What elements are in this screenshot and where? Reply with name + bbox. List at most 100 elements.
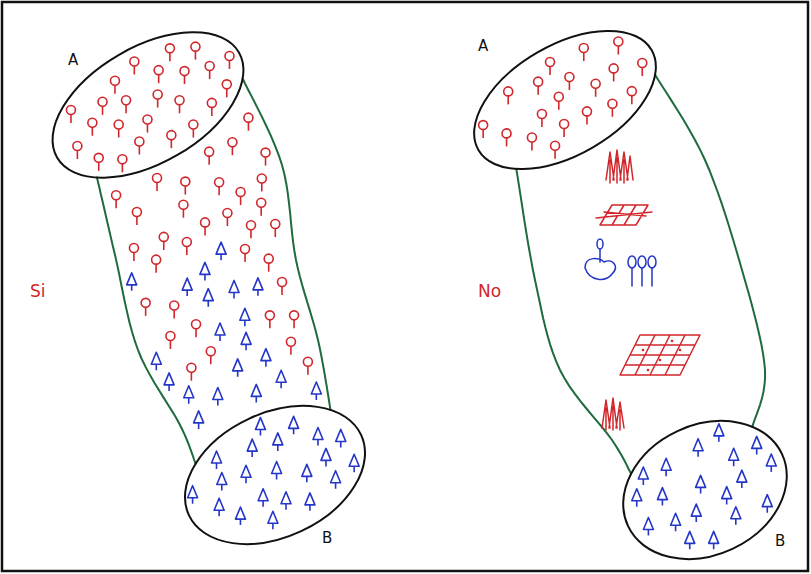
- tree-symbol: [223, 209, 232, 218]
- habitat-patch: A: [470, 26, 660, 174]
- tree-symbol: [134, 66, 136, 75]
- tree-symbol: [643, 518, 653, 536]
- tree-symbol: [188, 486, 198, 504]
- tree-symbol: [152, 255, 161, 264]
- tree-symbol: [241, 245, 250, 254]
- tree-symbol: [70, 114, 72, 123]
- tree-symbol: [241, 465, 251, 483]
- patch-letter: B: [322, 530, 332, 547]
- tree-row-stems: [632, 268, 652, 286]
- tree-symbol: [209, 71, 211, 80]
- tree-symbol: [273, 433, 283, 451]
- tree-symbol: [627, 87, 636, 96]
- tree-symbol: [349, 454, 359, 472]
- tree-symbol: [210, 356, 212, 365]
- tree-symbol: [186, 247, 188, 256]
- tree-symbol: [331, 471, 341, 489]
- tree-symbol: [189, 120, 198, 129]
- tree-symbol: [591, 79, 600, 88]
- tree-symbol: [141, 298, 150, 307]
- tree-symbol: [638, 59, 647, 68]
- tree-symbol: [136, 217, 138, 226]
- tree-symbol: [156, 183, 158, 192]
- tree-symbol: [257, 198, 266, 207]
- tree-symbol: [212, 451, 222, 469]
- tree-symbol: [286, 337, 295, 346]
- tree-symbol: [558, 101, 560, 110]
- tree-symbol: [579, 43, 588, 52]
- tree-symbol: [166, 331, 175, 340]
- tree-symbol: [179, 200, 188, 209]
- patch-outline: [470, 26, 660, 174]
- tree-symbol: [171, 140, 173, 149]
- tree-symbol: [641, 68, 643, 77]
- tree-symbol: [164, 373, 174, 391]
- tree-symbol: [227, 218, 229, 227]
- tree-symbol: [215, 323, 225, 341]
- conifer-plantation: [602, 398, 624, 430]
- trees: [66, 37, 776, 549]
- tree-symbol: [155, 264, 157, 273]
- tree-symbol: [565, 72, 574, 81]
- tree-symbol: [159, 232, 168, 241]
- tree-symbol: [204, 227, 206, 236]
- tree-symbol: [73, 142, 82, 151]
- tree-symbol: [766, 454, 776, 472]
- conifer-plantation: [606, 150, 633, 183]
- tree-symbol: [609, 64, 618, 73]
- tree-symbol: [554, 92, 563, 101]
- tree-symbol: [290, 311, 299, 320]
- tree-symbol: [184, 386, 194, 404]
- tree-symbol: [506, 138, 508, 147]
- tree-row: [648, 256, 656, 268]
- tree-symbol: [225, 51, 234, 60]
- tree-symbol: [182, 278, 192, 296]
- tree-symbol: [98, 97, 107, 106]
- field-dots: [642, 340, 682, 372]
- tree-symbol: [232, 147, 234, 156]
- grid-field: [620, 335, 700, 375]
- tree-symbol: [752, 436, 762, 454]
- tree-symbol: [127, 273, 137, 291]
- tree-symbol: [313, 427, 323, 445]
- tree-symbol: [235, 507, 245, 525]
- tree-symbol: [261, 183, 263, 192]
- tree-symbol: [122, 96, 131, 105]
- tree-symbol: [551, 141, 560, 150]
- tree-symbol: [253, 278, 263, 296]
- tree-symbol: [125, 105, 127, 114]
- land-use: [585, 150, 700, 430]
- patch-letter: A: [68, 52, 78, 69]
- tree-symbol: [183, 209, 185, 218]
- tree-symbol: [731, 507, 741, 525]
- tree-symbol: [98, 162, 100, 171]
- tree-symbol: [260, 207, 262, 216]
- tree-symbol: [537, 86, 539, 95]
- tree-symbol: [614, 37, 623, 46]
- tree-symbol: [737, 470, 747, 488]
- tree-symbol: [582, 107, 591, 116]
- tree-symbol: [185, 186, 187, 195]
- tree-symbol: [251, 384, 261, 402]
- tree-symbol: [228, 138, 237, 147]
- tree-symbol: [661, 458, 671, 476]
- tree-symbol: [257, 174, 266, 183]
- tree-symbol: [307, 366, 309, 375]
- tree-symbol: [631, 96, 633, 105]
- tree-symbol: [215, 178, 224, 187]
- corridor-edge: [516, 169, 631, 474]
- tree-symbol: [608, 99, 617, 108]
- tree-symbol: [278, 278, 287, 287]
- dot: [671, 340, 674, 343]
- habitat-patch: A: [48, 28, 248, 182]
- tree-symbol: [143, 115, 152, 124]
- tree-symbol: [586, 116, 588, 125]
- habitat-patch: B: [619, 417, 791, 563]
- tree-symbol: [218, 187, 220, 196]
- tree-symbol: [240, 197, 242, 206]
- tree-symbol: [271, 219, 280, 228]
- tree-symbol: [302, 464, 312, 482]
- corridors: [97, 75, 765, 474]
